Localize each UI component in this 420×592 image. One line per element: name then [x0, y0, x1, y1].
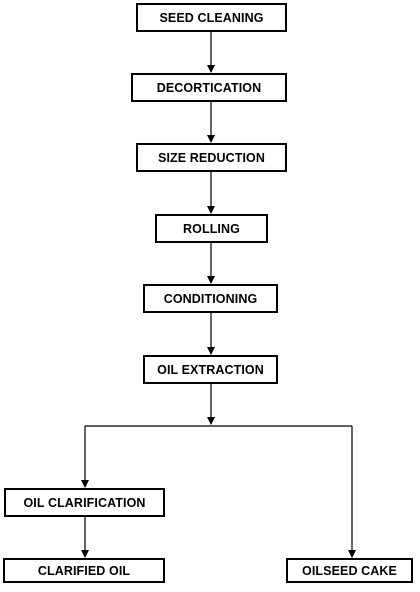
step-decortication: DECORTICATION — [131, 73, 287, 102]
step-conditioning: CONDITIONING — [143, 284, 278, 313]
step-seed-cleaning: SEED CLEANING — [136, 3, 287, 32]
output-oilseed-cake: OILSEED CAKE — [286, 558, 413, 583]
output-clarified-oil: CLARIFIED OIL — [3, 558, 165, 583]
step-oil-extraction: OIL EXTRACTION — [143, 355, 278, 384]
step-oil-clarification: OIL CLARIFICATION — [4, 488, 165, 517]
step-rolling: ROLLING — [155, 214, 268, 243]
step-size-reduction: SIZE REDUCTION — [136, 143, 287, 172]
